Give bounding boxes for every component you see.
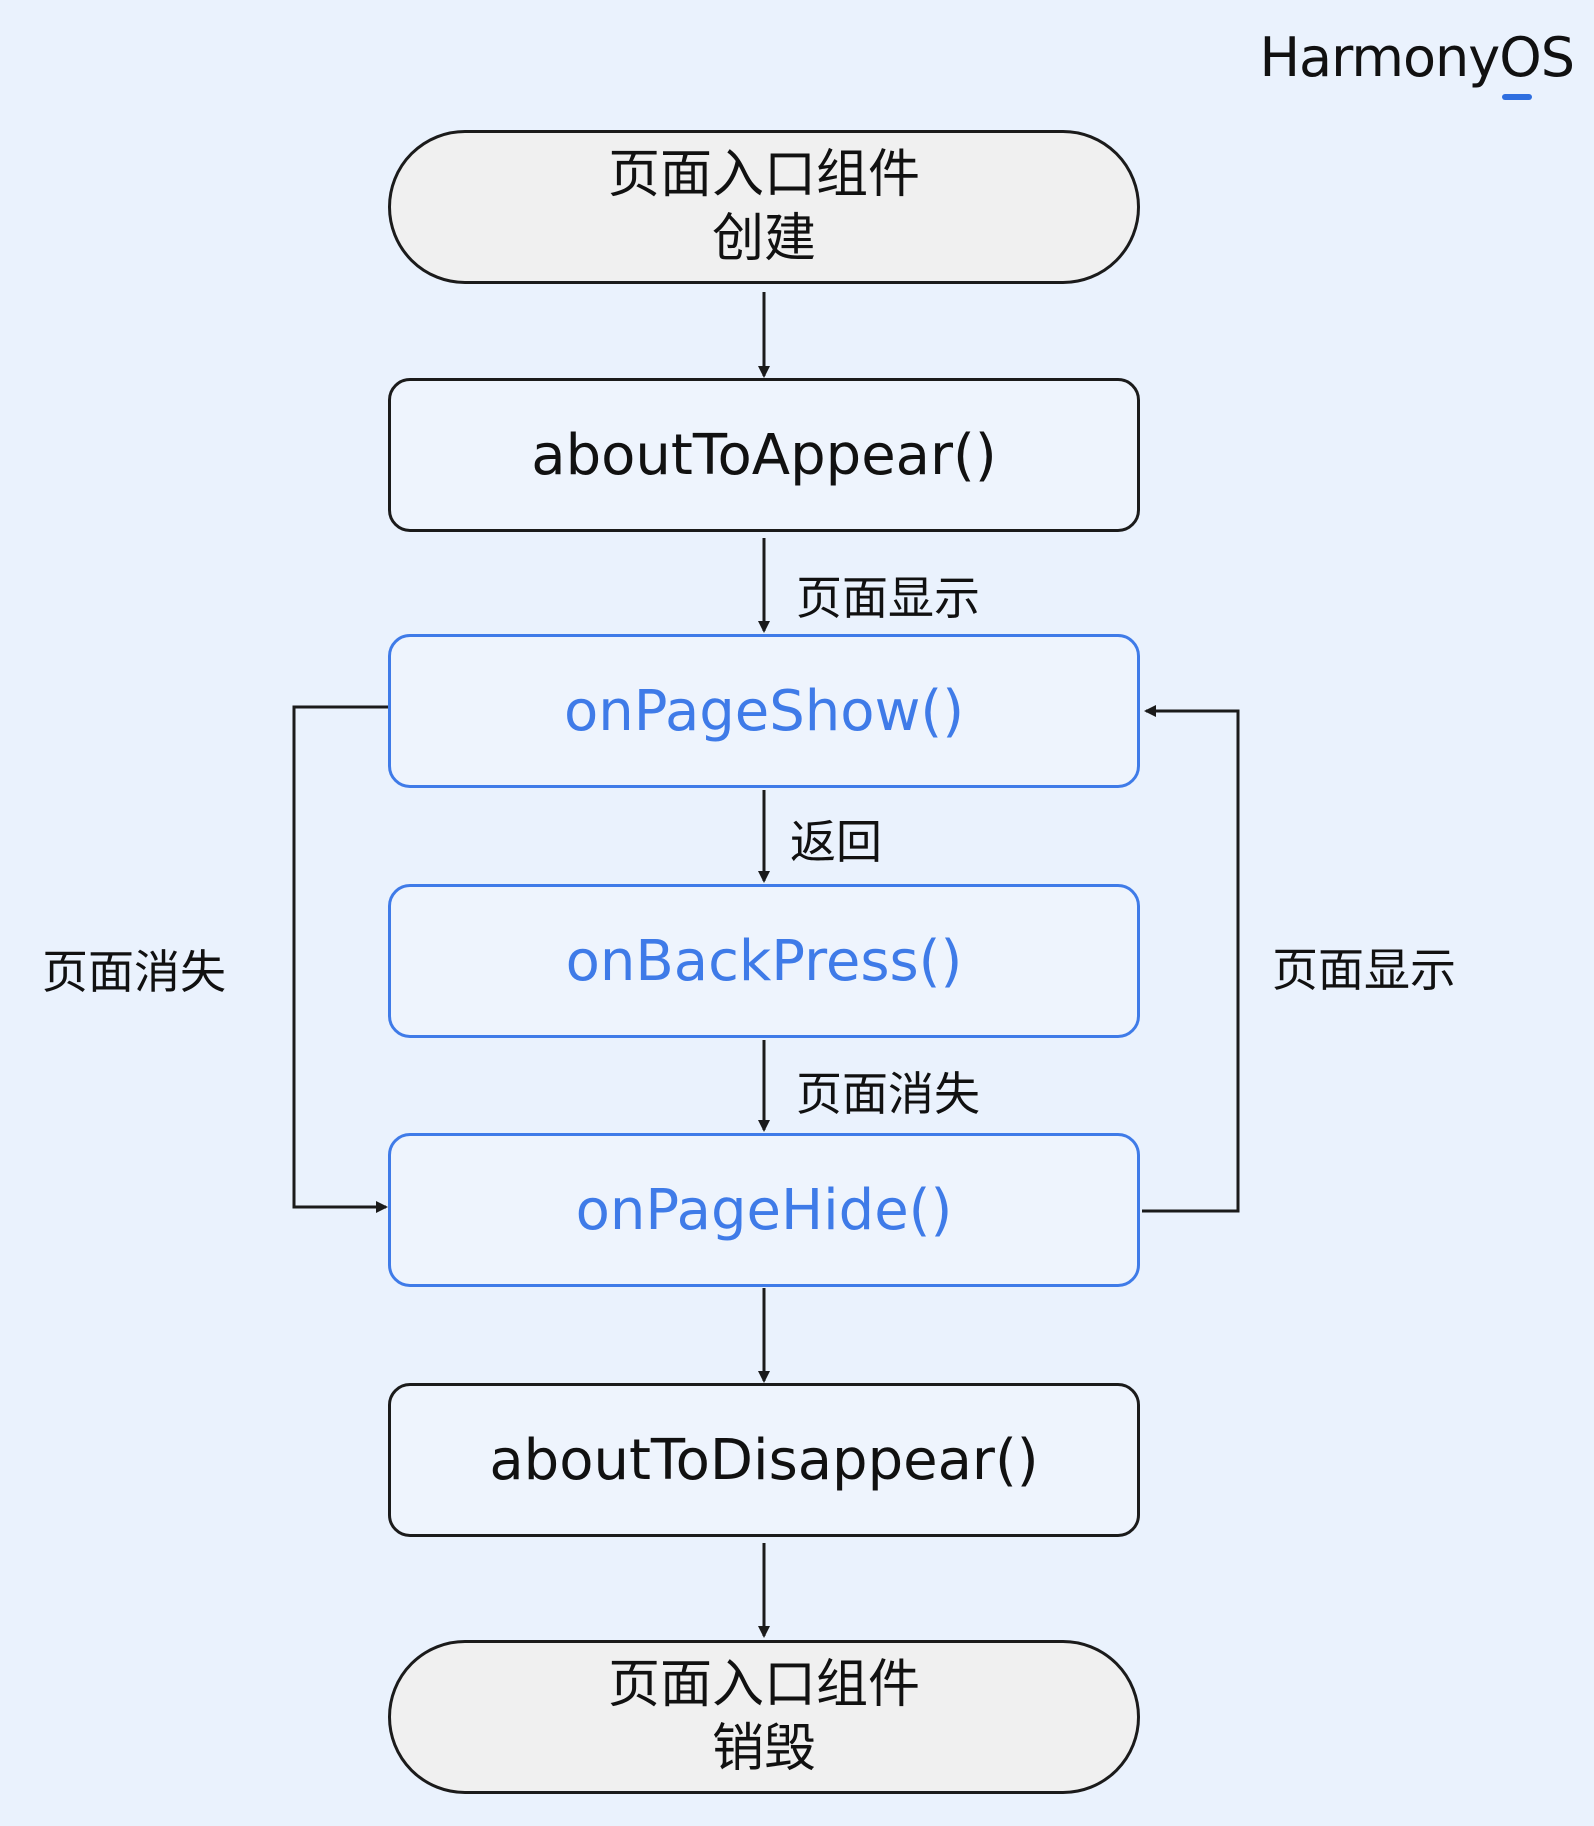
edge-label-page-show-center: 页面显示	[796, 571, 980, 625]
node-on-page-show-label: onPageShow()	[563, 678, 965, 744]
node-on-page-hide: onPageHide()	[388, 1133, 1140, 1287]
node-on-page-show: onPageShow()	[388, 634, 1140, 788]
harmonyos-logo: HarmonyOS	[1244, 12, 1575, 102]
end-node-line1: 页面入口组件	[607, 1655, 920, 1715]
end-node-page-entry-destroy: 页面入口组件 销毁	[388, 1640, 1140, 1794]
start-node-line1: 页面入口组件	[607, 145, 920, 205]
node-about-to-appear: aboutToAppear()	[388, 378, 1140, 532]
logo-text: HarmonyOS	[1259, 25, 1575, 89]
start-node-line2: 创建	[711, 209, 816, 269]
logo-underline-mark	[1502, 94, 1532, 100]
end-node-line2: 销毁	[711, 1719, 816, 1779]
node-on-page-hide-label: onPageHide()	[575, 1177, 953, 1243]
node-on-back-press: onBackPress()	[388, 884, 1140, 1038]
node-about-to-appear-label: aboutToAppear()	[531, 422, 997, 488]
loop-arrow-hide-to-show	[1142, 705, 1240, 1213]
start-node-page-entry-create: 页面入口组件 创建	[388, 130, 1140, 284]
edge-label-page-show-right: 页面显示	[1272, 943, 1456, 997]
node-about-to-disappear: aboutToDisappear()	[388, 1383, 1140, 1537]
node-about-to-disappear-label: aboutToDisappear()	[489, 1427, 1039, 1493]
edge-label-back: 返回	[790, 815, 882, 869]
loop-arrow-show-to-hide	[292, 705, 390, 1213]
node-on-back-press-label: onBackPress()	[565, 928, 963, 994]
edge-label-page-hide-left: 页面消失	[42, 945, 226, 999]
edge-label-page-hide-center: 页面消失	[796, 1067, 980, 1121]
